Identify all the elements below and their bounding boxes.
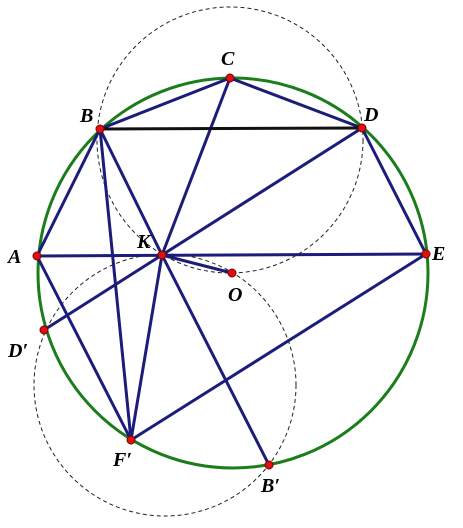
segment-F-prime-E [129,252,428,442]
label-C: C [221,48,235,70]
point-D [357,123,367,133]
label-E: E [431,243,445,265]
label-B-prime: B′ [260,475,280,497]
label-O: O [228,284,242,306]
point-A [32,251,42,261]
segment-BC [98,76,232,131]
segment-DK [160,126,364,257]
segments [35,76,428,467]
point-K [157,250,167,260]
segment-BD [98,126,364,131]
label-B: B [79,105,93,127]
segment-BK [98,127,164,257]
point-D-prime [39,325,49,335]
segment-AF-prime [35,254,133,442]
segment-AB [35,127,102,258]
label-D: D [363,104,378,126]
segment-KD-prime [42,253,164,332]
point-E [421,249,431,259]
segment-BF-prime [98,127,133,442]
point-B-prime [264,460,274,470]
segment-KO [160,253,234,275]
point-O [227,268,237,278]
point-C [225,73,235,83]
label-D-prime: D′ [7,340,28,362]
segment-KF-prime [129,253,164,442]
segment-DE [360,126,428,256]
label-A: A [6,246,21,268]
point-labels: A B C D E K O D′ F′ B′ [6,48,445,497]
segment-KB-prime [160,253,271,467]
segment-CD [228,76,364,130]
point-B [95,124,105,134]
segment-AE [35,252,428,258]
point-F-prime [126,435,136,445]
dashed-circle-top [96,6,364,274]
label-K: K [136,231,152,253]
points [32,73,431,470]
label-F-prime: F′ [112,449,132,471]
segment-CK [160,76,232,257]
